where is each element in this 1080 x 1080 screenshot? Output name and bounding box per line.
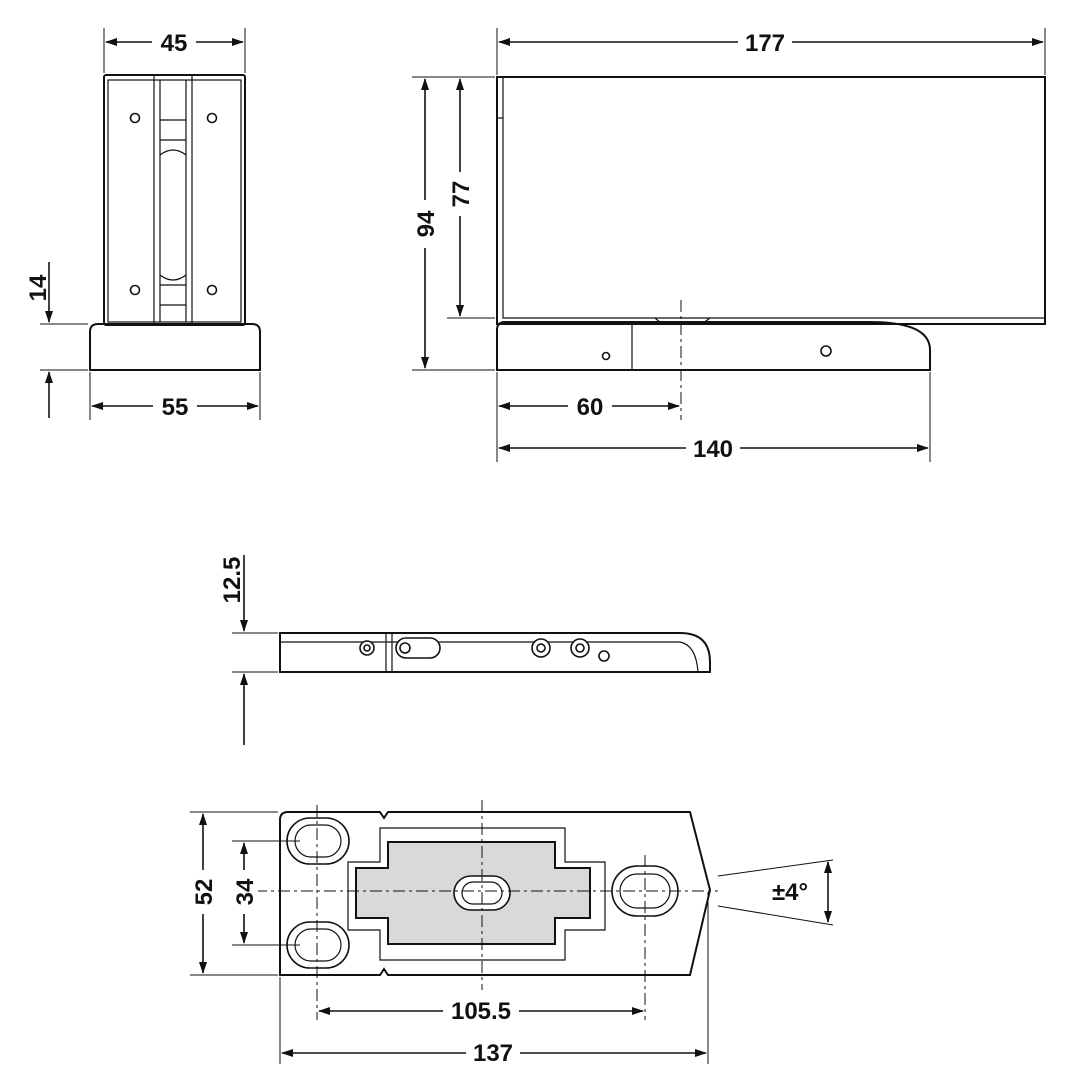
dim-plan-slot-spacing: 34 (232, 878, 259, 905)
dim-plan-length: 137 (473, 1040, 513, 1067)
dim-front-base-width: 55 (162, 394, 189, 421)
plan-view: 52 34 ±4° 105.5 137 (189, 800, 834, 1067)
dim-side-total-height: 94 (413, 210, 440, 237)
front-view: 45 14 55 (25, 28, 261, 421)
dim-front-width-top: 45 (161, 30, 188, 57)
dim-side-body-height: 77 (448, 181, 475, 208)
dim-plan-adjust-angle: ±4° (772, 879, 808, 906)
dim-plan-width: 52 (191, 879, 218, 906)
plate-side-view: 12.5 (219, 555, 711, 745)
dim-side-base-length: 140 (693, 436, 733, 463)
side-view: 177 94 77 60 140 (411, 28, 1046, 463)
dim-front-base-height: 14 (25, 274, 52, 301)
dim-plan-hole-spacing: 105.5 (451, 998, 511, 1025)
dim-plate-thickness: 12.5 (219, 557, 246, 604)
dim-side-total-length: 177 (745, 30, 785, 57)
dim-side-pivot-offset: 60 (577, 394, 604, 421)
